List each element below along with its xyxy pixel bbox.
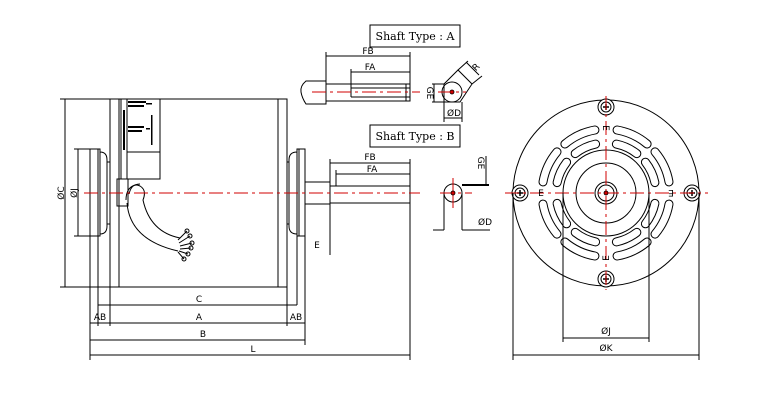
shaft-a-d-dim xyxy=(443,102,463,122)
lead-cable xyxy=(125,183,181,252)
j-dia-label: ØJ xyxy=(69,188,80,198)
vent-slot xyxy=(539,148,561,186)
shaft-type-a-title: Shaft Type : A xyxy=(376,30,456,43)
shaft-b-ge-label: GE xyxy=(475,157,485,170)
shaft-type-b: Shaft Type : B FB FA ØD GE xyxy=(329,124,492,255)
lead-wires xyxy=(177,228,195,262)
c-dia-label: ØC xyxy=(56,186,67,199)
vent-slot xyxy=(571,228,600,246)
vent-slot xyxy=(641,158,659,187)
mark-left: E xyxy=(538,189,544,199)
e-label: E xyxy=(314,241,320,251)
shaft-a-ge-dim xyxy=(432,83,444,103)
vent-slot xyxy=(651,200,673,238)
shaft-a-r-label: R xyxy=(471,62,483,74)
shaft-a-d-label: ØD xyxy=(447,108,461,119)
vent-slot xyxy=(612,228,641,246)
ab-right-label: AB xyxy=(290,313,302,323)
vent-slot xyxy=(651,148,673,186)
j-dia-dim xyxy=(74,148,90,237)
front-dim-lines xyxy=(512,193,700,360)
ab-left-label: AB xyxy=(94,313,106,323)
vent-slot xyxy=(561,126,599,148)
mark-top: E xyxy=(600,125,610,131)
shaft-a-hub xyxy=(300,80,327,105)
shaft-type-b-title: Shaft Type : B xyxy=(375,130,454,143)
vent-slot xyxy=(612,140,641,158)
shaft-a-dim-lines xyxy=(325,52,411,88)
terminal-box xyxy=(120,98,161,180)
motor-side-view: ØC ØJ E C AB A AB B L xyxy=(56,98,420,360)
mark-right: E xyxy=(668,187,674,197)
mark-bottom: E xyxy=(602,255,612,261)
c-dia-dim xyxy=(60,98,110,288)
shaft-b-d-dim xyxy=(433,193,490,231)
shaft-b-fb-label: FB xyxy=(364,153,375,163)
shaft-a-r-dim xyxy=(457,60,483,85)
shaft-b-dim-lines xyxy=(329,159,411,255)
vent-slot xyxy=(553,158,571,187)
shaft-a-end-flat xyxy=(443,69,473,103)
front-center-dot xyxy=(603,190,609,196)
a-label: A xyxy=(196,313,203,323)
shaft-a-ge-label: GE xyxy=(424,87,434,100)
vent-slots xyxy=(538,125,674,261)
vent-slot xyxy=(613,126,651,148)
k-dia-label: ØK xyxy=(600,343,614,354)
vent-slot xyxy=(539,200,561,238)
vent-slot xyxy=(553,199,571,228)
c-label: C xyxy=(196,295,202,305)
shaft-type-a-label-box xyxy=(369,24,461,48)
extension-lines xyxy=(89,203,411,360)
shaft-b-center-dot xyxy=(450,190,456,196)
vent-slot xyxy=(641,199,659,228)
shaft xyxy=(329,185,411,204)
shaft-type-a: Shaft Type : A FB FA GE ØD R xyxy=(300,24,483,122)
vent-slot xyxy=(571,140,600,158)
shaft-a-keyed-shaft xyxy=(326,83,411,102)
j-dia-front-label: ØJ xyxy=(601,326,611,337)
shaft-type-b-label-box xyxy=(369,124,461,148)
vent-slot xyxy=(561,238,599,260)
b-label: B xyxy=(200,330,206,340)
vent-slot xyxy=(613,238,651,260)
shaft-a-fa-label: FA xyxy=(365,63,376,73)
l-label: L xyxy=(250,345,255,355)
shaft-b-d-label: ØD xyxy=(478,217,492,228)
shaft-a-fb-label: FB xyxy=(362,47,373,57)
motor-front-view: E E E E ØJ ØK xyxy=(505,96,708,360)
shaft-b-fa-label: FA xyxy=(367,165,378,175)
nameplate-text-marks xyxy=(123,101,153,150)
